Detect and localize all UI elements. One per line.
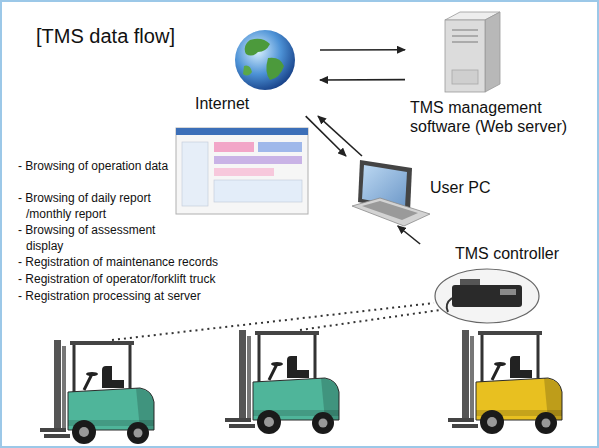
forklift-green xyxy=(40,340,154,444)
forklift-green xyxy=(225,330,339,434)
feature-list-item: - Browsing of operation data xyxy=(18,158,172,174)
feature-list-item: - Registration of operator/forklift truc… xyxy=(18,271,296,287)
feature-list-item: - Browsing of assessment display xyxy=(18,222,172,254)
node-label: TMS management software (Web server) xyxy=(410,98,588,136)
diagram-title: [TMS data flow] xyxy=(36,24,175,48)
data-flow-arrow xyxy=(320,49,405,51)
node-label: Internet xyxy=(195,94,249,113)
feature-list-item: - Registration processing at server xyxy=(18,288,296,304)
data-flow-arrow xyxy=(320,79,405,81)
controller-callout xyxy=(435,269,539,323)
icon-label-node: TMS controller xyxy=(400,244,575,326)
node-label: User PC xyxy=(430,178,490,197)
icon-label-node: Internet xyxy=(190,28,320,116)
data-flow-arrow xyxy=(318,116,362,156)
globe-icon xyxy=(235,30,295,90)
screenshot-image xyxy=(176,128,308,214)
feature-list-item: - Browsing of daily report /monthly repo… xyxy=(18,190,172,222)
feature-list-item: - Registration of maintenance records xyxy=(18,254,296,270)
laptop-icon xyxy=(352,160,430,226)
icon-label-node: User PC xyxy=(340,156,505,226)
data-flow-arrow xyxy=(398,226,420,244)
server-icon xyxy=(445,12,500,92)
icon-label-node: TMS management software (Web server) xyxy=(405,12,592,142)
node-label: TMS controller xyxy=(455,244,559,263)
forklift-yellow xyxy=(448,330,562,434)
